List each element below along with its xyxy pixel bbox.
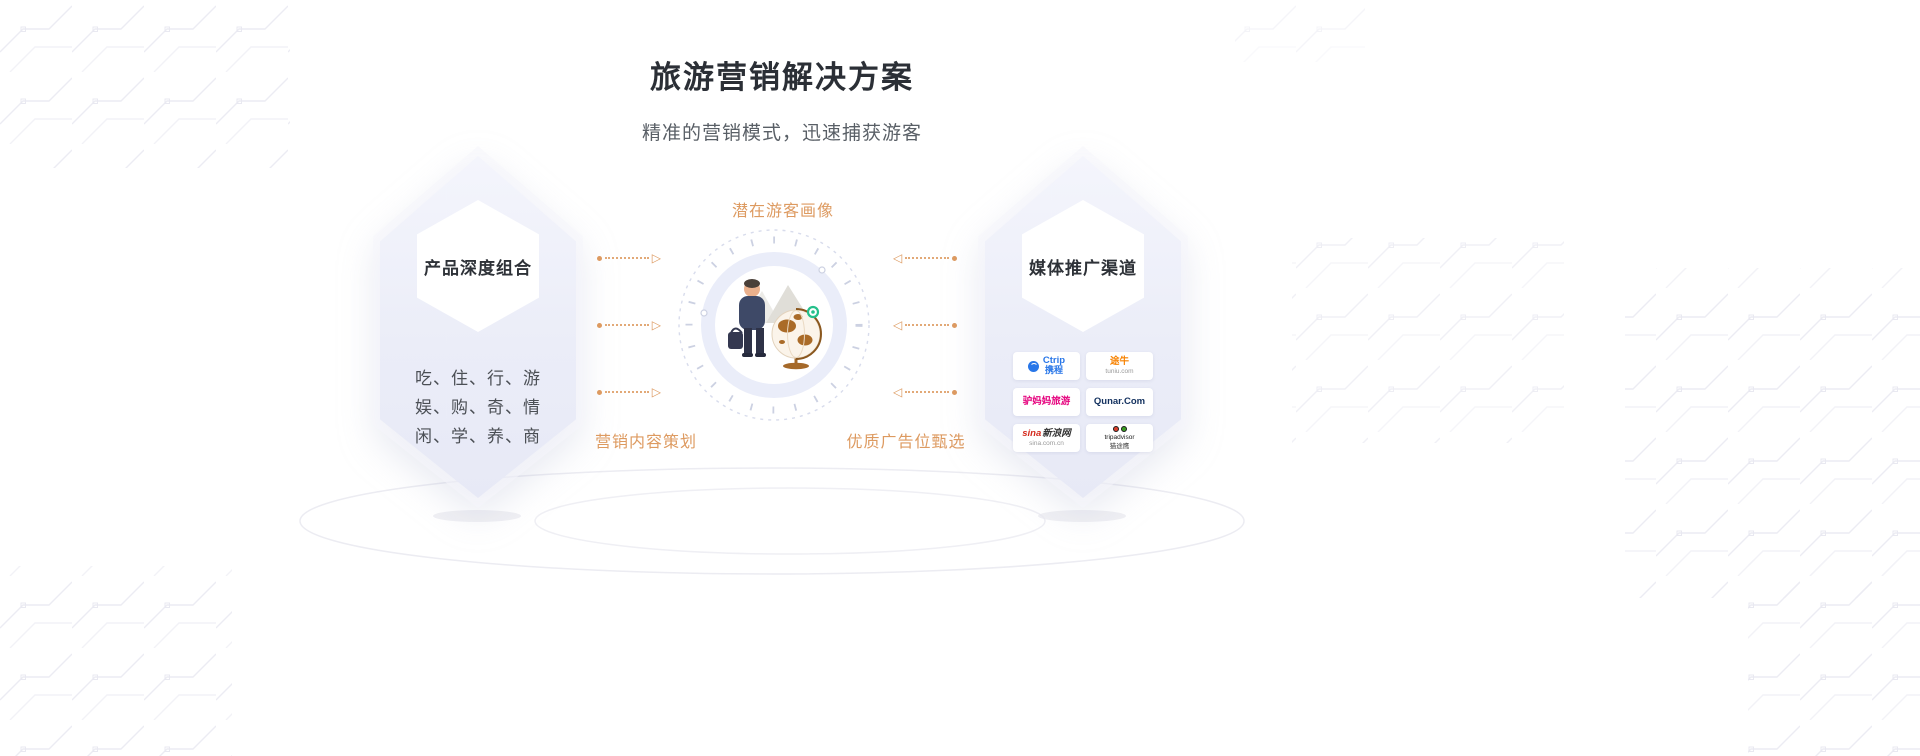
product-category-line: 闲、学、养、商 [415,427,541,446]
dot-icon [597,322,602,328]
section-subtitle: 精准的营销模式，迅速捕获游客 [641,123,922,144]
tripadvisor-owl-icon [1112,426,1127,433]
logo-text: sina [1022,427,1042,439]
ring-knob [818,266,826,274]
flow-arrow-left-2: ▷ [597,318,661,332]
logo-lvmama: 驴妈妈旅游 [1013,388,1080,416]
tick-ring [685,236,863,414]
flow-arrow-left-3: ▷ [597,385,661,399]
logo-sina: sina 新浪网 sina.com.cn [1013,424,1080,452]
dot-icon [597,389,602,395]
media-logo-grid: Ctrip 携程 途牛 tuniu.com 驴妈妈旅游 Qunar.Com si… [1013,352,1153,452]
arrow-right-icon: ▷ [651,318,661,332]
dotted-line [905,324,949,326]
logo-subtext: 携程 [1044,365,1063,376]
arrow-left-icon: ◁ [893,385,903,399]
flow-arrow-right-2: ◁ [893,318,957,332]
label-ad-slot-selection: 优质广告位甄选 [846,434,966,451]
logo-subtext: sina.com.cn [1029,440,1064,448]
dashed-ring [678,229,870,421]
logo-ctrip: Ctrip 携程 [1013,352,1080,380]
logo-qunar: Qunar.Com [1086,388,1153,416]
logo-tripadvisor: tripadvisor 猫途鹰 [1086,424,1153,452]
arrow-left-icon: ◁ [893,251,903,265]
logo-text: tripadvisor [1104,434,1135,442]
right-card-title: 媒体推广渠道 [1029,258,1137,278]
ctrip-dolphin-icon [1027,360,1039,372]
logo-text: 途牛 [1109,355,1129,367]
product-category-line: 娱、购、奇、情 [415,398,541,417]
ground-ellipses [299,467,1245,575]
logo-text: Qunar.Com [1093,395,1146,407]
left-card-title: 产品深度组合 [424,258,532,278]
traveler-figure [728,279,766,357]
dotted-line [905,257,949,259]
logo-text: 驴妈妈旅游 [1022,395,1071,407]
dot-icon [597,255,602,261]
logo-subtext: 猫途鹰 [1109,442,1130,450]
flow-arrow-right-1: ◁ [893,251,957,265]
dotted-line [605,324,649,326]
media-channels-card: 媒体推广渠道 Ctrip 携程 途牛 tuniu.com 驴妈妈旅游 Qunar… [978,146,1188,508]
logo-text: Ctrip [1042,354,1066,366]
traveler-globe-illustration [676,227,872,423]
label-potential-tourist-portrait: 潜在游客画像 [731,203,834,220]
globe-icon [771,308,822,370]
product-category-line: 吃、住、行、游 [415,369,541,388]
product-combination-card: 产品深度组合 吃、住、行、游 娱、购、奇、情 闲、学、养、商 [373,146,583,508]
dotted-line [905,391,949,393]
dot-icon [952,255,957,261]
arrow-right-icon: ▷ [651,251,661,265]
dot-icon [952,389,957,395]
arrow-left-icon: ◁ [893,318,903,332]
product-category-list: 吃、住、行、游 娱、购、奇、情 闲、学、养、商 [380,364,576,451]
logo-tuniu: 途牛 tuniu.com [1086,352,1153,380]
section-title: 旅游营销解决方案 [650,60,914,95]
flow-arrow-right-3: ◁ [893,385,957,399]
section-header: 旅游营销解决方案 精准的营销模式，迅速捕获游客 [0,52,1564,145]
arrow-right-icon: ▷ [651,385,661,399]
ring-knob [700,309,708,317]
location-pin-dot [811,310,815,314]
logo-subtext: tuniu.com [1105,368,1134,376]
label-marketing-content-planning: 营销内容策划 [594,434,697,451]
logo-text: 新浪网 [1042,427,1071,439]
dotted-line [605,391,649,393]
flow-arrow-left-1: ▷ [597,251,661,265]
dotted-line [605,257,649,259]
dot-icon [952,322,957,328]
